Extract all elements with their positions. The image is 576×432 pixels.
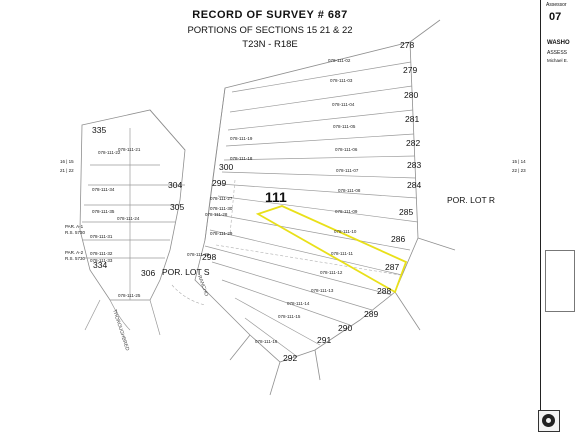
apn-label-18: 078-111-18: [230, 156, 253, 161]
lot-apn-300: 078-111-19: [230, 136, 253, 141]
lot-number-334[interactable]: 334: [93, 260, 107, 270]
par-a1-rs-label: R.S. 5730: [65, 230, 86, 235]
lot-number-284[interactable]: 284: [407, 180, 421, 190]
lot-number-282[interactable]: 282: [406, 138, 420, 148]
section-number-label: 111: [265, 189, 287, 205]
lot-apn-288: 078-111-12: [320, 270, 343, 275]
lot-number-286[interactable]: 286: [391, 234, 405, 244]
lot-number-280[interactable]: 280: [404, 90, 418, 100]
lot-apn-306: 078-111-25: [118, 293, 141, 298]
survey-subtitle: PORTIONS OF SECTIONS 15 21 & 22: [187, 25, 353, 36]
lot-apn-280: 078-111-04: [332, 102, 355, 107]
section-corner-22-23: 22 | 23: [512, 168, 526, 173]
apn-label-30: 078-111-30: [210, 206, 233, 211]
section-corner-15-14: 15 | 14: [512, 159, 526, 164]
zoom-control[interactable]: [538, 410, 560, 432]
lot-number-300[interactable]: 300: [219, 162, 233, 172]
survey-plat[interactable]: 278 279 280 281 282 283 284 285 286 287 288 289 290 2…: [0, 0, 540, 432]
lot-apn-334: 078-111-33: [90, 258, 113, 263]
lot-number-278[interactable]: 278: [400, 40, 414, 50]
lot-apn-290: 078-111-14: [287, 301, 310, 306]
lot-apn-285: 078-111-09: [335, 209, 358, 214]
lot-apn-304: 078-111-21: [118, 147, 141, 152]
road-label-thoroughbred: THOROUGHBRED: [111, 309, 130, 352]
assessor-map-number: 07: [549, 11, 562, 23]
apn-label-35: 078-111-35: [92, 209, 115, 214]
lot-number-279[interactable]: 279: [403, 65, 417, 75]
lot-number-291[interactable]: 291: [317, 335, 331, 345]
side-assessor-name: Michael E.: [547, 58, 569, 63]
side-title: WASHO: [547, 40, 570, 46]
lot-number-306[interactable]: 306: [141, 268, 155, 278]
lot-apn-283: 078-111-07: [336, 168, 359, 173]
lot-apn-299: 078-111-28: [205, 212, 228, 217]
township-range: T23N - R18E: [242, 39, 298, 50]
lot-apn-298: 078-111-26: [187, 252, 210, 257]
lot-number-335[interactable]: 335: [92, 125, 106, 135]
lot-number-285[interactable]: 285: [399, 207, 413, 217]
lot-apn-335: 078-111-22: [98, 150, 121, 155]
par-a2-label: PAR. A-2: [65, 250, 84, 255]
lot-apn-287: 078-111-11: [331, 251, 354, 256]
lot-apn-284: 078-111-08: [338, 188, 361, 193]
lot-number-304[interactable]: 304: [168, 180, 182, 190]
lot-apn-286: 078-111-10: [334, 229, 357, 234]
lot-number-290[interactable]: 290: [338, 323, 352, 333]
section-corner-16-15: 16 | 15: [60, 159, 74, 164]
assessor-header: Assessor: [546, 2, 567, 8]
por-lot-r-label: POR. LOT R: [447, 195, 495, 205]
survey-title: RECORD OF SURVEY # 687: [192, 9, 348, 21]
inset-map: [545, 250, 575, 312]
lot-number-288[interactable]: 288: [377, 286, 391, 296]
lot-apn-278: 078-111-02: [328, 58, 351, 63]
par-a1-label: PAR. A-1: [65, 224, 84, 229]
road-label-rancho: RANCHO: [196, 275, 209, 298]
lot-number-287[interactable]: 287: [385, 262, 399, 272]
lot-number-305[interactable]: 305: [170, 202, 184, 212]
por-lot-s-label: POR. LOT S: [162, 267, 210, 277]
side-subtitle: ASSESS: [547, 50, 568, 56]
apn-label-27: 078-111-27: [210, 196, 233, 201]
apn-label-32: 078-111-32: [90, 251, 113, 256]
lot-apn-279: 078-111-03: [330, 78, 353, 83]
assessor-side-panel: WASHO ASSESS Michael E.: [540, 0, 576, 432]
lot-apn-305: 078-111-24: [117, 216, 140, 221]
lot-number-281[interactable]: 281: [405, 114, 419, 124]
highlighted-parcel[interactable]: [255, 205, 408, 294]
section-corner-21-22: 21 | 22: [60, 168, 74, 173]
lot-number-292[interactable]: 292: [283, 353, 297, 363]
lot-apn-282: 078-111-06: [335, 147, 358, 152]
lot-apn-289: 078-111-13: [311, 288, 334, 293]
lot-apn-291: 078-111-15: [278, 314, 301, 319]
apn-label-34: 078-111-34: [92, 187, 115, 192]
zoom-dial-icon: [542, 414, 555, 427]
lot-number-299[interactable]: 299: [212, 178, 226, 188]
par-a2-rs-label: R.S. 5730: [65, 256, 86, 261]
lot-number-289[interactable]: 289: [364, 309, 378, 319]
lot-apn-281: 078-111-05: [333, 124, 356, 129]
apn-label-29: 078-111-29: [210, 231, 233, 236]
lot-number-283[interactable]: 283: [407, 160, 421, 170]
lot-apn-292: 078-111-16: [255, 339, 278, 344]
lot-number-298[interactable]: 298: [202, 252, 216, 262]
apn-label-31: 078-111-31: [90, 234, 113, 239]
